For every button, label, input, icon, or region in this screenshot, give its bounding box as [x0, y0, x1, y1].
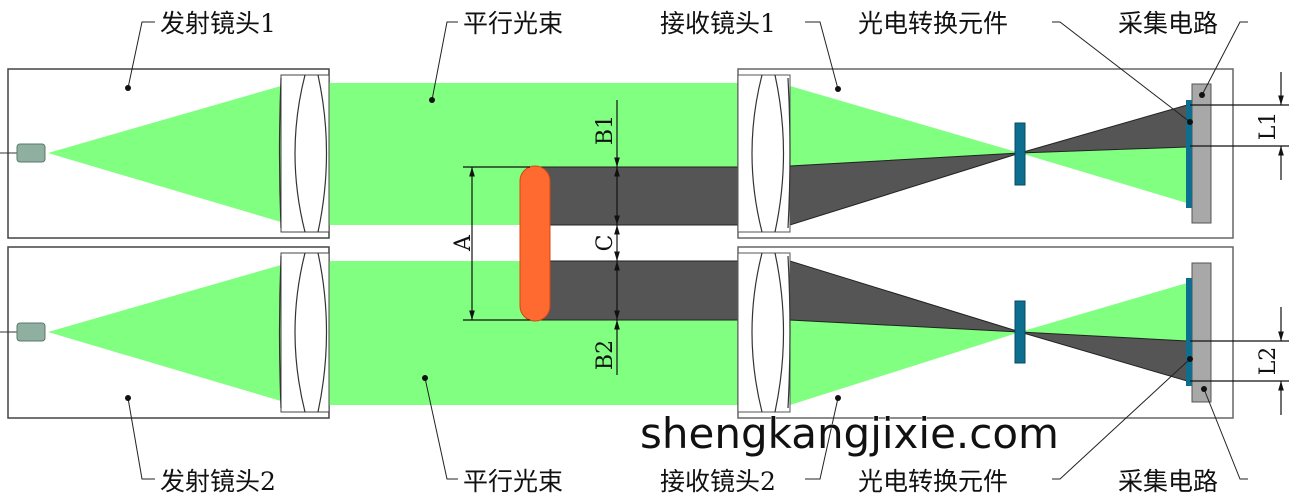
- photo-sensor: [1186, 100, 1192, 208]
- label-photoelectric-element-2: 光电转换元件: [858, 467, 1008, 494]
- dimension-c-label: C: [593, 235, 618, 252]
- aperture-slit: [1014, 300, 1026, 364]
- leader-lines: [127, 21, 1248, 480]
- label-receiver-lens-2: 接收镜头2: [660, 467, 776, 494]
- shadow-band-2: [534, 260, 746, 321]
- label-photoelectric-element-1: 光电转换元件: [858, 9, 1008, 38]
- label-acquisition-circuit-2: 采集电路: [1118, 467, 1218, 494]
- label-acquisition-circuit-1: 采集电路: [1118, 9, 1218, 38]
- photo-sensor: [1186, 278, 1192, 386]
- lens-icon: [278, 252, 328, 413]
- light-source-icon: [16, 143, 46, 163]
- lens-icon: [751, 74, 791, 233]
- dimension-l2-label: L2: [1256, 347, 1281, 376]
- diverging-beam: [48, 265, 281, 401]
- label-receiver-lens-1: 接收镜头1: [660, 9, 776, 38]
- dimension-b1-label: B1: [593, 115, 618, 145]
- label-emitter-lens-1: 发射镜头1: [160, 9, 276, 38]
- leader-dots: [125, 85, 1207, 401]
- dimension-l1-label: L1: [1256, 112, 1281, 141]
- lens-icon: [751, 252, 791, 413]
- measured-object: [519, 165, 551, 322]
- watermark: shengkangjixie.com: [640, 409, 1059, 458]
- label-emitter-lens-2: 发射镜头2: [160, 467, 276, 494]
- lens-housing: [737, 252, 791, 413]
- lens-housing: [737, 74, 791, 233]
- aperture-slit: [1014, 122, 1026, 186]
- label-parallel-beam-1: 平行光束: [463, 9, 563, 38]
- diverging-beam: [48, 86, 281, 222]
- dimension-l1-l2: [1190, 72, 1289, 415]
- label-parallel-beam-2: 平行光束: [463, 467, 563, 494]
- dimension-a-label: A: [451, 234, 476, 252]
- lens-icon: [278, 74, 328, 233]
- receiver-1: [737, 68, 1234, 239]
- dimension-a: [463, 166, 530, 321]
- receiver-2: [737, 246, 1234, 419]
- dimension-b2-label: B2: [593, 340, 618, 370]
- light-source-icon: [16, 322, 46, 342]
- shadow-band-1: [534, 166, 746, 226]
